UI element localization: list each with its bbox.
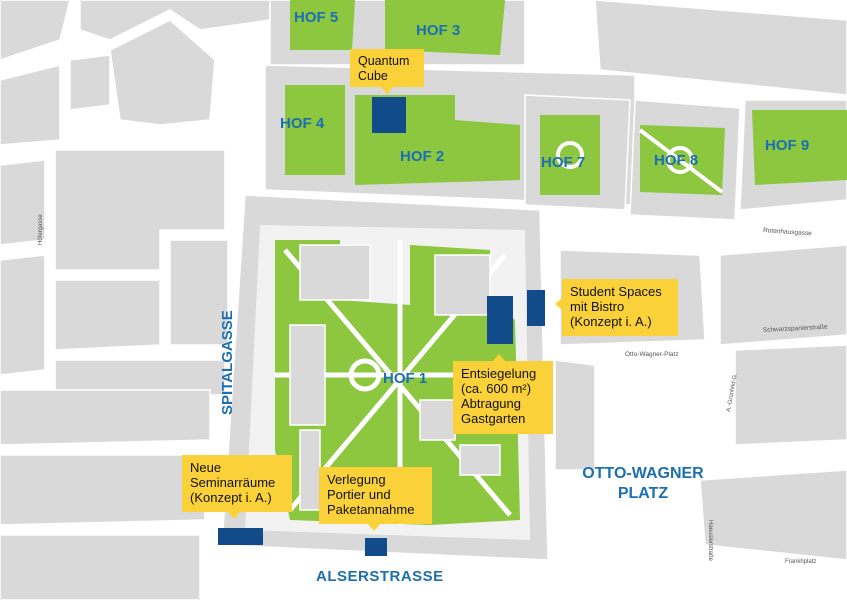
hof-2-label: HOF 2 bbox=[400, 148, 444, 165]
quantum-cube-building bbox=[372, 97, 406, 133]
portier-building bbox=[365, 538, 387, 556]
callout-seminarraeume: Neue Seminarräume (Konzept i. A.) bbox=[182, 455, 292, 512]
hof1-buildings bbox=[289, 244, 501, 511]
otto-wagner-platz-street-label: Otto-Wagner-Platz bbox=[625, 351, 679, 358]
seminarraeume-building bbox=[218, 528, 263, 545]
hof-9-label: HOF 9 bbox=[765, 137, 809, 154]
student-spaces-building bbox=[487, 296, 513, 344]
student-spaces-building-2 bbox=[527, 290, 545, 326]
hof-3-label: HOF 3 bbox=[416, 22, 460, 39]
callout-seminarraeume-pointer bbox=[228, 512, 240, 519]
callout-quantum-cube: Quantum Cube bbox=[350, 49, 424, 87]
callout-verlegung: Verlegung Portier und Paketannahme bbox=[319, 467, 432, 524]
callout-entsiegelung-pointer bbox=[493, 354, 505, 361]
spitalgasse-label: SPITALGASSE bbox=[219, 310, 236, 415]
callout-verlegung-pointer bbox=[368, 524, 380, 531]
hof-5-label: HOF 5 bbox=[294, 9, 338, 26]
rotenhausgasse-label: Rotenhausgasse bbox=[763, 227, 813, 237]
otto-wagner-platz-label-line2: PLATZ bbox=[618, 485, 669, 502]
callout-quantum-cube-pointer bbox=[381, 87, 393, 94]
hoefergasse-label: Höfergasse bbox=[38, 214, 44, 245]
schwarzspanierstrasse-label: Schwarzspanierstraße bbox=[763, 324, 828, 334]
haeuslerstrasse-label: Haeuslerstraße bbox=[707, 520, 713, 562]
highlight-buildings bbox=[218, 97, 545, 556]
frankhplatz-label: Frankhplatz bbox=[785, 559, 816, 565]
otto-wagner-platz-label-line1: OTTO-WAGNER bbox=[582, 465, 704, 482]
left-blocks bbox=[0, 0, 271, 600]
hof-8-label: HOF 8 bbox=[654, 152, 698, 169]
callout-entsiegelung: Entsiegelung (ca. 600 m²) Abtragung Gast… bbox=[453, 361, 553, 434]
hof-paths-other bbox=[556, 128, 724, 194]
hof-1-label: HOF 1 bbox=[383, 370, 427, 387]
callout-student-spaces: Student Spaces mit Bistro (Konzept i. A.… bbox=[562, 279, 678, 336]
hof-4-label: HOF 4 bbox=[280, 115, 325, 132]
alserstrasse-label: ALSERSTRASSE bbox=[316, 568, 444, 585]
hof-7-label: HOF 7 bbox=[541, 154, 585, 171]
callout-student-spaces-pointer bbox=[555, 298, 562, 310]
